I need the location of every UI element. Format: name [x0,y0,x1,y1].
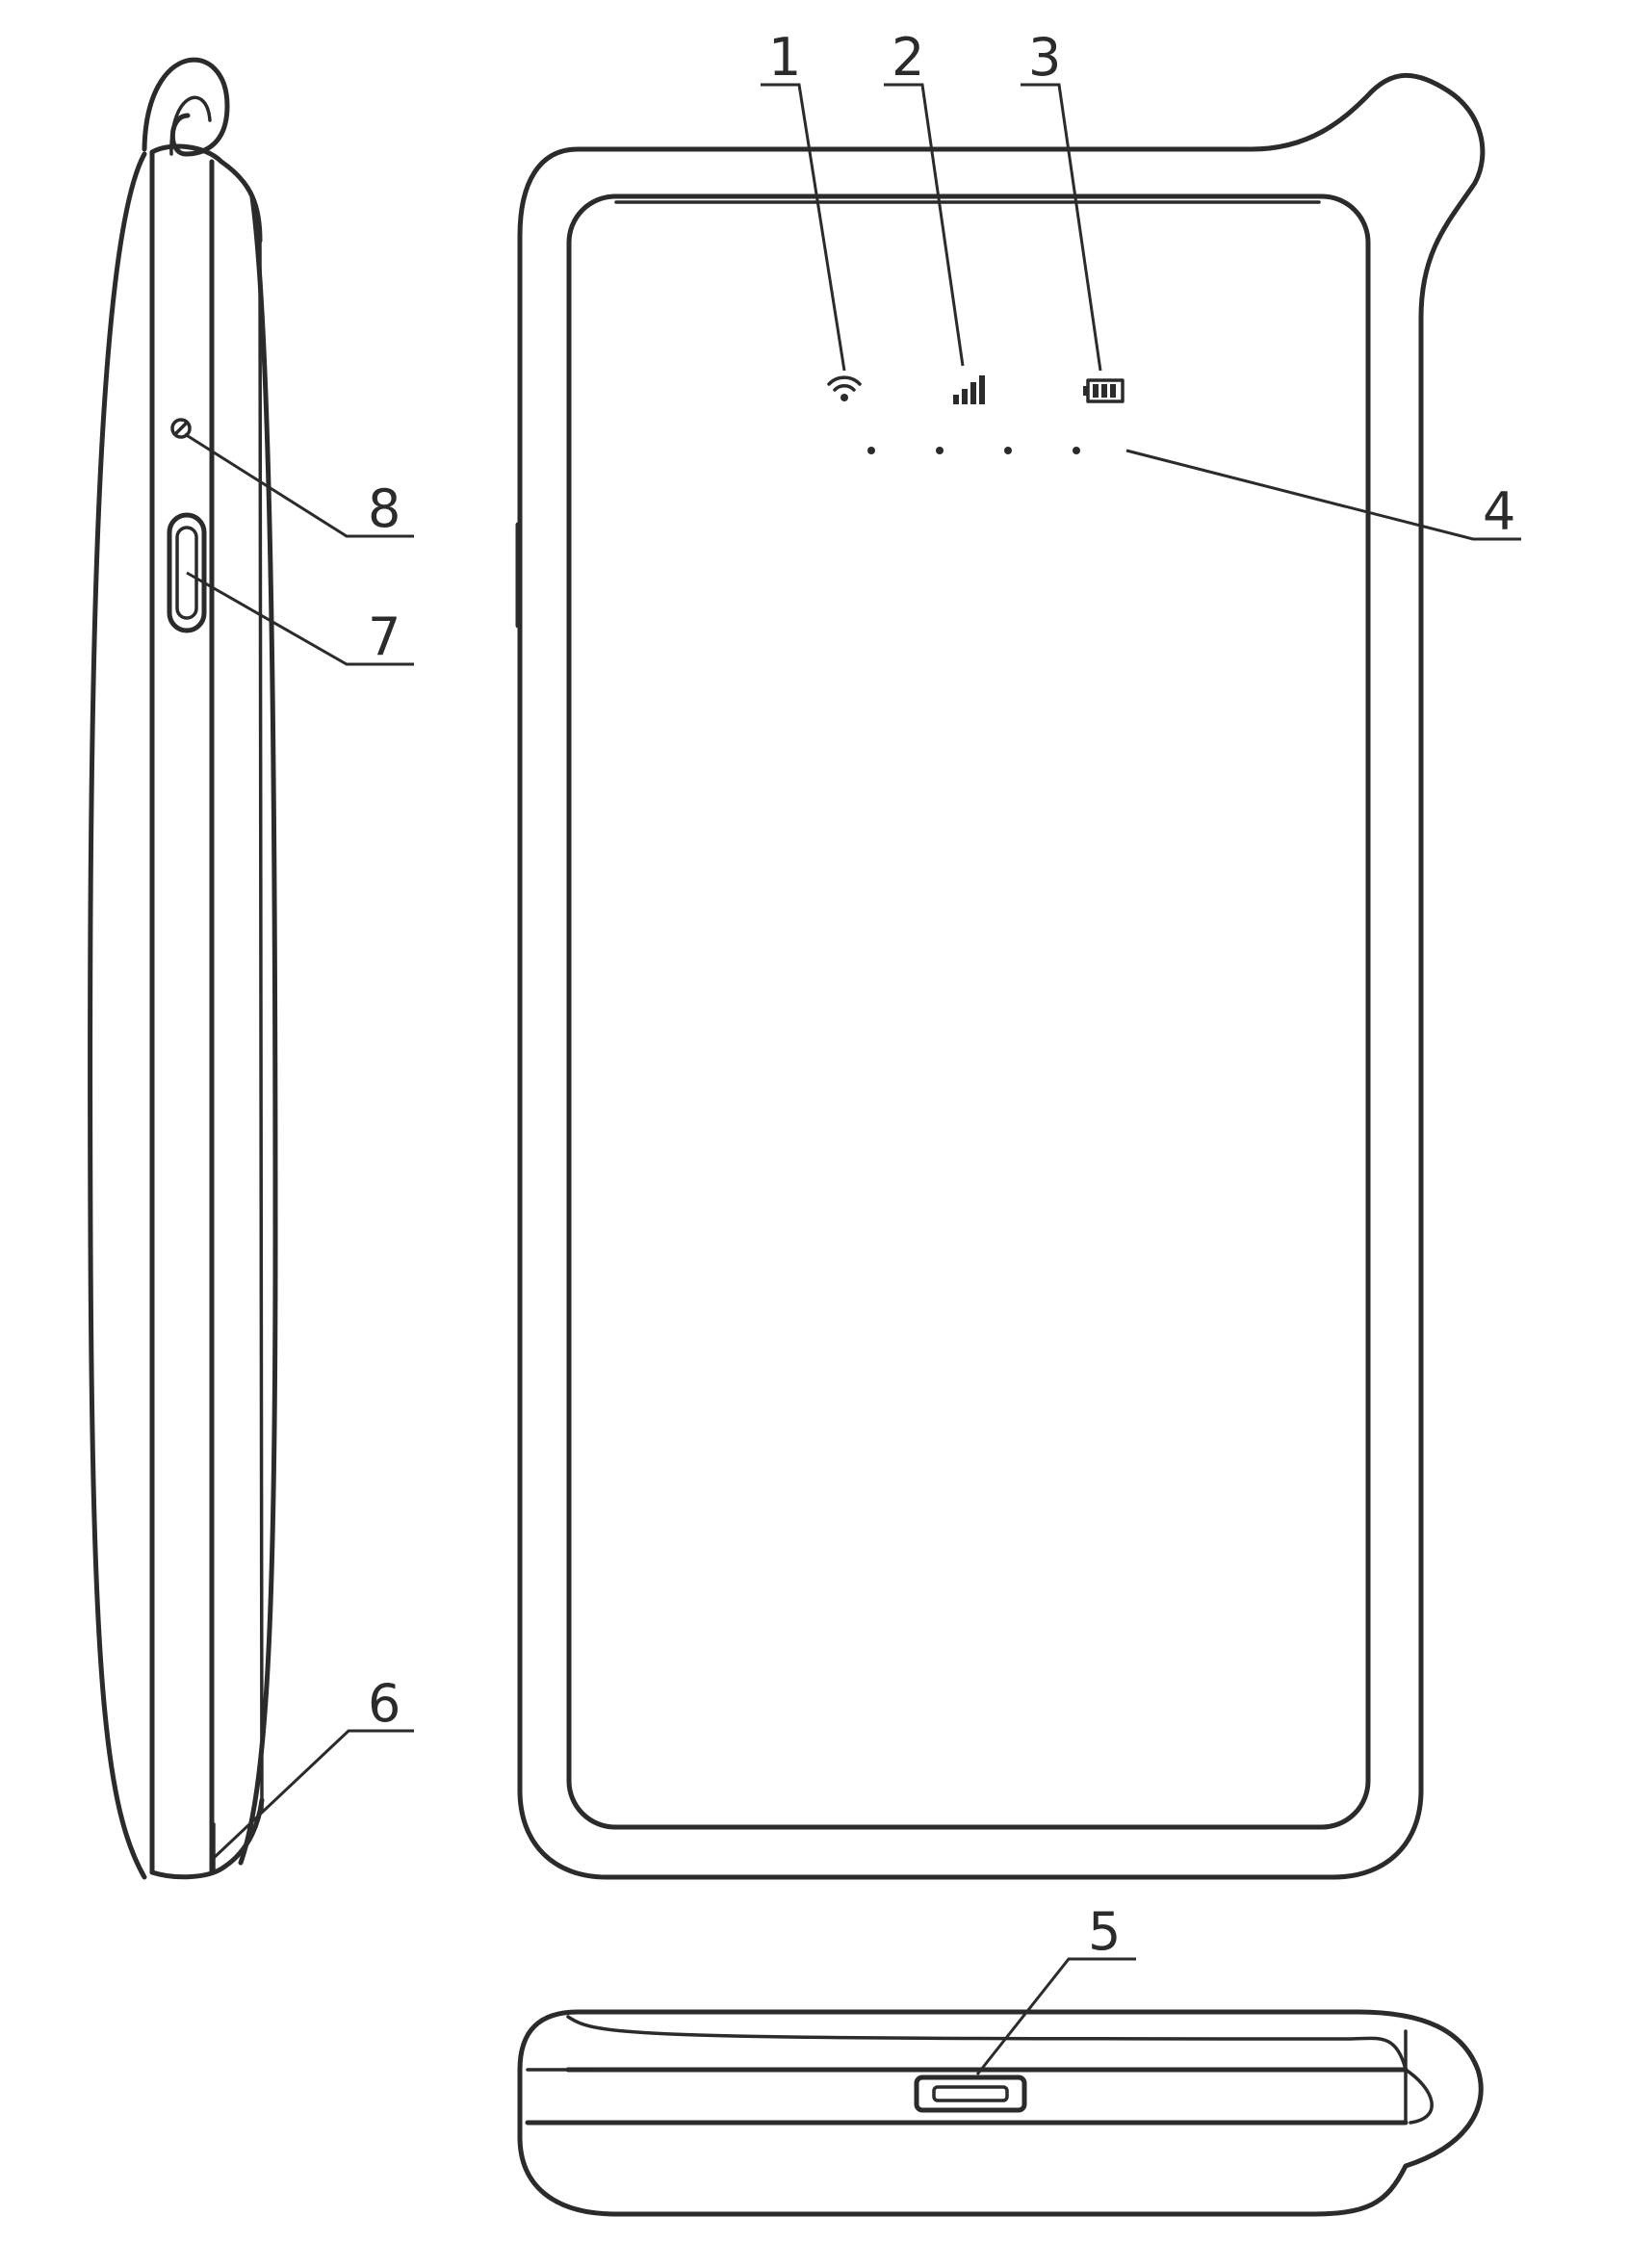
side-outer-left [88,151,147,1880]
front-view [515,72,1486,1880]
signal-bars-icon [953,375,985,404]
bottom-outline [517,2009,1484,2217]
reset-hole [170,418,192,439]
front-screen-panel [566,193,1371,1830]
front-outer-shell [517,72,1486,1880]
side-view [88,57,278,1880]
callout-2: 2 [892,27,924,88]
battery-icon [1083,378,1125,403]
callout-leaders [184,83,1521,2075]
bottom-view [517,2009,1484,2217]
callout-4: 4 [1483,481,1515,542]
callout-7: 7 [368,606,401,667]
led-indicator-dots [867,447,1080,454]
side-outer-right [238,194,278,1866]
callout-numbers: 1 2 3 4 5 6 7 8 [368,27,1515,1962]
usb-port [914,2075,1027,2113]
power-button [167,512,207,633]
callout-8: 8 [368,478,401,539]
callout-3: 3 [1028,27,1061,88]
callout-1: 1 [768,27,801,88]
lanyard-loop [142,57,230,157]
callout-6: 6 [368,1673,401,1734]
callout-5: 5 [1088,1901,1121,1962]
wifi-icon [827,375,862,401]
